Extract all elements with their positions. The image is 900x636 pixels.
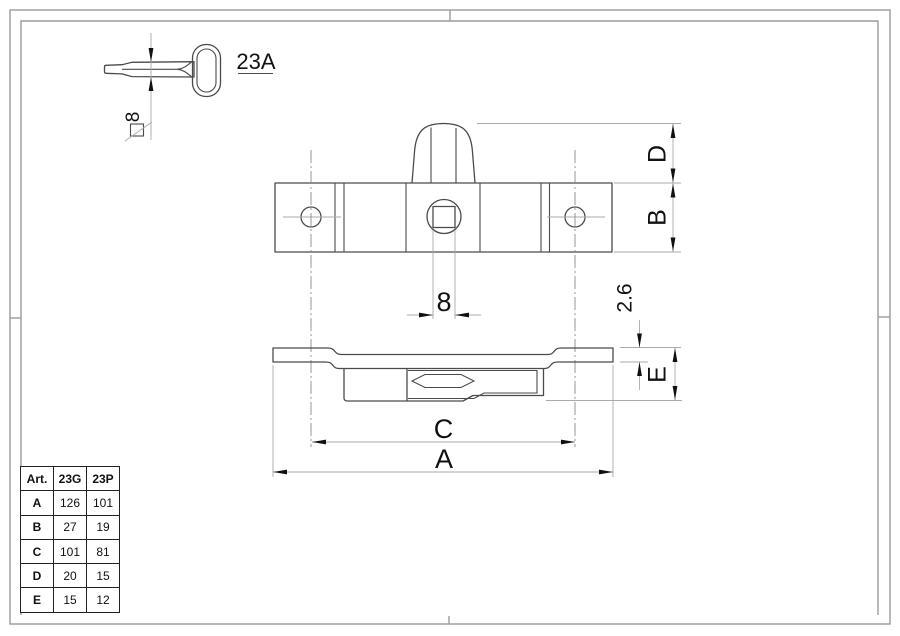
row-label: D bbox=[20, 563, 54, 589]
front-view-dimensions: 8 D B bbox=[310, 123, 681, 447]
dim-arrow bbox=[312, 439, 326, 445]
dim-arrow bbox=[455, 312, 469, 318]
plan-view-dimensions: 2.6 E C A bbox=[272, 283, 682, 477]
dim-arrow bbox=[672, 386, 678, 400]
key-dim-arrow-bottom bbox=[148, 77, 154, 91]
dim-arrow bbox=[637, 333, 642, 348]
outer-frame bbox=[9, 9, 891, 625]
value-23p: 12 bbox=[86, 587, 120, 613]
dim-arrow bbox=[670, 124, 676, 138]
table-header-row: Art. 23G 23P bbox=[20, 465, 120, 492]
dim-arrow bbox=[273, 469, 287, 475]
square-section-icon bbox=[129, 123, 145, 137]
lock-body bbox=[274, 182, 613, 253]
key-shaft bbox=[103, 61, 195, 78]
dim-arrow bbox=[670, 168, 676, 183]
faceplate bbox=[272, 347, 614, 370]
row-label: B bbox=[20, 514, 54, 540]
key-blade-line bbox=[122, 61, 192, 78]
case-left-block bbox=[343, 368, 408, 402]
front-view bbox=[274, 122, 613, 253]
dim-label-e: E bbox=[644, 366, 672, 383]
table-row: B 27 19 bbox=[20, 514, 120, 540]
table-row: D 20 15 bbox=[20, 563, 120, 589]
dim-arrow bbox=[561, 439, 575, 445]
dim-label-d: D bbox=[644, 145, 672, 163]
value-23p: 19 bbox=[86, 514, 120, 540]
value-23p: 81 bbox=[86, 538, 120, 565]
dim-label-thickness: 2.6 bbox=[614, 283, 637, 312]
sheet-frame bbox=[9, 9, 891, 625]
dim-arrow bbox=[670, 183, 676, 198]
case-outer bbox=[407, 368, 545, 402]
value-23g: 126 bbox=[53, 490, 87, 516]
dim-label-square-8: 8 bbox=[436, 287, 451, 317]
case-cavity bbox=[408, 369, 538, 400]
value-23g: 27 bbox=[53, 514, 87, 540]
spindle-boss bbox=[426, 198, 462, 235]
dim-arrow bbox=[599, 469, 613, 475]
row-label: C bbox=[20, 538, 54, 565]
bolt-shape bbox=[410, 373, 476, 389]
bolt-tower bbox=[411, 122, 476, 184]
dim-label-c: C bbox=[434, 414, 454, 444]
dim-arrow bbox=[672, 348, 678, 362]
dim-arrow bbox=[419, 312, 433, 318]
key-square-size-label: 8 bbox=[123, 112, 144, 123]
row-label: A bbox=[20, 490, 54, 516]
table-header-23p: 23P bbox=[86, 465, 120, 492]
square-section-slash bbox=[124, 121, 153, 142]
value-23p: 101 bbox=[86, 490, 120, 516]
dim-label-a: A bbox=[435, 444, 453, 474]
key-bow-inner bbox=[196, 48, 217, 93]
value-23p: 15 bbox=[86, 563, 120, 589]
key-dim-arrow-top bbox=[148, 48, 154, 62]
table-row: C 101 81 bbox=[20, 538, 120, 565]
table-row: A 126 101 bbox=[20, 490, 120, 516]
square-spindle-hole bbox=[432, 205, 456, 229]
key-bow-outer bbox=[191, 43, 222, 98]
table-row: E 15 12 bbox=[20, 587, 120, 613]
table-header-23g: 23G bbox=[53, 465, 87, 492]
value-23g: 101 bbox=[53, 538, 87, 565]
value-23g: 20 bbox=[53, 563, 87, 589]
value-23g: 15 bbox=[53, 587, 87, 613]
dim-arrow bbox=[637, 362, 642, 376]
plan-view bbox=[272, 347, 614, 402]
dimensions-table: Art. 23G 23P A 126 101 B 27 19 C 101 81 bbox=[20, 465, 120, 613]
dim-arrow bbox=[670, 237, 676, 252]
table-header-art: Art. bbox=[20, 465, 54, 492]
inner-frame bbox=[20, 20, 879, 615]
row-label: E bbox=[20, 587, 54, 613]
key-detail-drawing: 8 23A bbox=[103, 33, 276, 142]
key-article-label: 23A bbox=[236, 49, 275, 74]
dim-label-b: B bbox=[644, 209, 672, 226]
